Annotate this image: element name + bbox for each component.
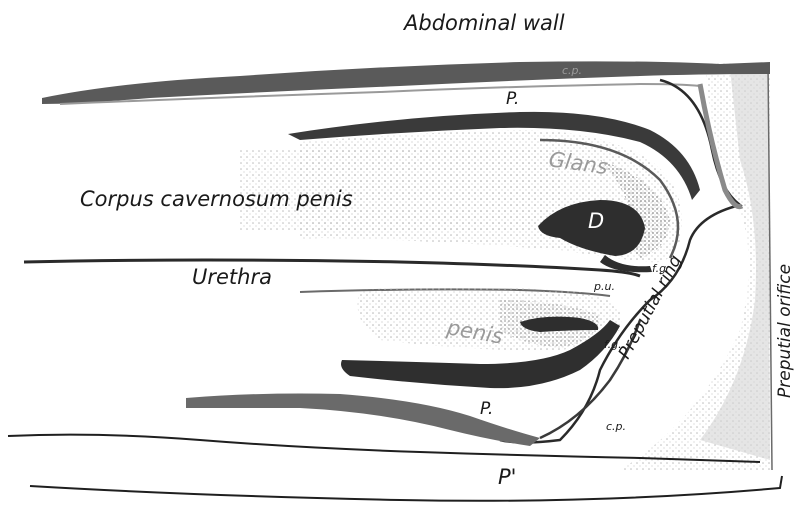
label-abdominal-wall: Abdominal wall — [402, 11, 565, 35]
label-preputial-orifice: Preputial orifice — [775, 264, 795, 398]
abdominal-wall-band — [42, 61, 770, 104]
label-p-upper: P. — [506, 89, 519, 109]
label-pu: p.u. — [593, 280, 615, 293]
label-urethra: Urethra — [192, 265, 272, 289]
label-p-lower: P. — [480, 399, 493, 419]
label-corpus-cavernosum: Corpus cavernosum penis — [80, 187, 353, 211]
bottom-skin-line — [8, 435, 760, 462]
label-d: D — [588, 209, 604, 233]
label-cp-bottom: c.p. — [606, 420, 626, 433]
bottom-outline — [30, 476, 782, 501]
urethra-line — [24, 260, 640, 276]
label-cp-top: c.p. — [562, 64, 582, 77]
label-p-prime: P' — [498, 465, 516, 489]
